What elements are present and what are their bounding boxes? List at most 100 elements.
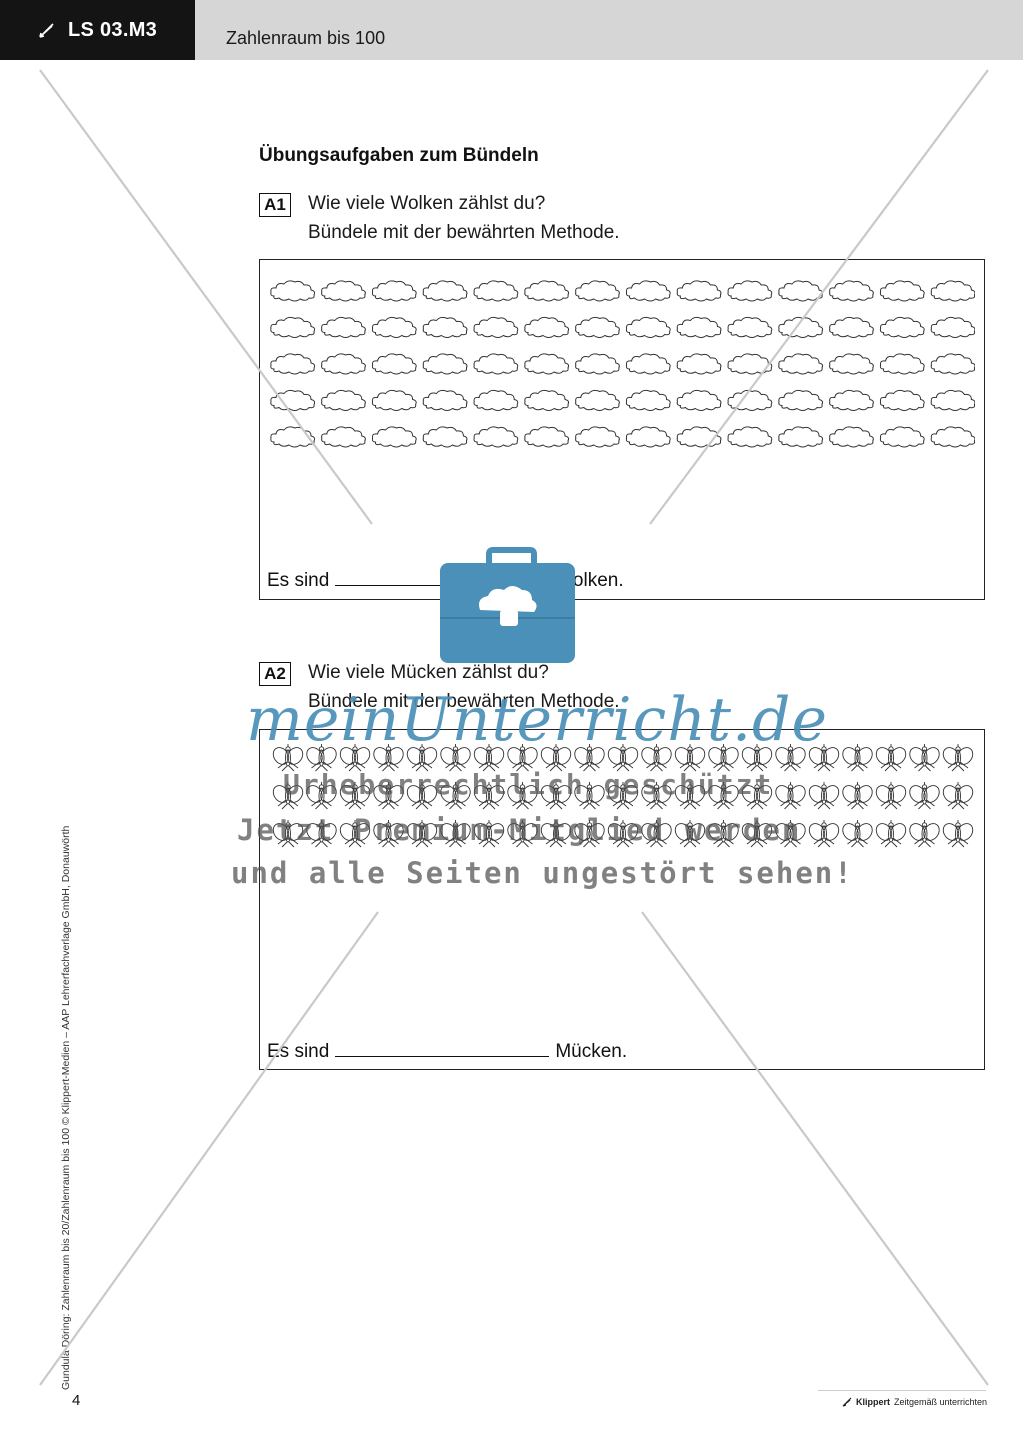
mosquito-icon — [674, 782, 706, 810]
cloud-icon — [371, 353, 417, 375]
answer-suffix: Mücken. — [555, 1041, 628, 1062]
cloud-icon — [778, 389, 824, 411]
cloud-icon — [524, 316, 570, 338]
cloud-icon — [879, 353, 925, 375]
cloud-icon — [575, 426, 620, 448]
cloud-icon — [829, 280, 874, 302]
cloud-icon — [321, 316, 366, 338]
cloud-icon — [270, 316, 316, 338]
mosquito-icon — [272, 820, 304, 848]
answer-prefix: Es sind — [267, 570, 330, 591]
mosquito-icon — [775, 782, 806, 810]
mosquito-icon — [339, 744, 371, 772]
cloud-icon — [371, 426, 417, 448]
cloud-icon — [473, 353, 519, 375]
cloud-icon — [930, 280, 975, 302]
cloud-icon — [778, 280, 824, 302]
mosquito-icon — [574, 782, 605, 810]
cloud-icon — [625, 353, 671, 375]
cloud-icon — [422, 389, 468, 411]
cloud-icon — [930, 353, 975, 375]
cloud-icon — [270, 353, 316, 375]
cloud-icon — [778, 426, 824, 448]
mosquito-icon — [540, 744, 572, 772]
mosquito-icon — [875, 744, 907, 772]
mosquito-icon — [339, 820, 371, 848]
cloud-icon — [727, 353, 773, 375]
cloud-icon — [829, 389, 874, 411]
cloud-icon — [524, 426, 570, 448]
cloud-icon — [778, 353, 824, 375]
mosquito-icon — [741, 782, 773, 810]
cloud-icon — [270, 426, 316, 448]
pen-icon — [39, 23, 54, 38]
cloud-icon — [676, 389, 722, 411]
lesson-code: LS 03.M3 — [68, 18, 158, 41]
cloud-grid — [270, 280, 975, 448]
mosquito-icon — [272, 744, 304, 772]
cloud-icon — [321, 426, 366, 448]
mosquito-icon — [406, 820, 438, 848]
task-a2-answer: Es sind Mücken. — [267, 1038, 627, 1063]
mosquito-icon — [306, 782, 337, 810]
cloud-icon — [625, 426, 671, 448]
mosquito-icon — [607, 744, 639, 772]
cloud-icon — [473, 280, 519, 302]
mosquito-icon — [540, 820, 572, 848]
task-a1-answer: Es sind Wolken. — [267, 567, 624, 592]
task-a2-question: Wie viele Mücken zählst du? — [308, 662, 549, 683]
task-a1-box: Es sind Wolken. — [259, 259, 985, 600]
watermark-line-3: und alle Seiten ungestört sehen! — [231, 856, 854, 890]
mosquito-icon — [942, 744, 974, 772]
cloud-icon — [473, 316, 519, 338]
cloud-icon — [575, 353, 620, 375]
mosquito-icon — [306, 744, 337, 772]
mosquito-icon — [373, 820, 404, 848]
answer-blank[interactable] — [335, 1038, 550, 1057]
mosquito-icon — [373, 744, 404, 772]
watermark-line-2: Jetzt Premium-Mitglied werden — [237, 813, 802, 847]
task-a1-instruction: Bündele mit der bewährten Methode. — [308, 222, 620, 243]
mosquito-icon — [507, 820, 538, 848]
page-number: 4 — [72, 1392, 81, 1409]
mosquito-icon — [741, 820, 773, 848]
mosquito-icon — [808, 820, 840, 848]
cloud-icon — [829, 316, 874, 338]
mosquito-icon — [842, 820, 873, 848]
mosquito-icon — [708, 782, 739, 810]
page-heading: Übungsaufgaben zum Bündeln — [259, 145, 539, 166]
mosquito-icon — [607, 820, 639, 848]
cloud-icon — [727, 426, 773, 448]
mosquito-icon — [842, 744, 873, 772]
cloud-icon — [625, 316, 671, 338]
mosquito-icon — [406, 744, 438, 772]
task-a2-instruction: Bündele mit der bewährten Methode. — [308, 691, 620, 712]
mosquito-icon — [373, 782, 404, 810]
footer-divider — [818, 1390, 986, 1391]
task-label-a2: A2 — [259, 662, 291, 686]
mosquito-icon — [909, 744, 940, 772]
header-title: Zahlenraum bis 100 — [226, 28, 386, 48]
mosquito-icon — [406, 782, 438, 810]
mosquito-icon — [808, 782, 840, 810]
cloud-icon — [676, 426, 722, 448]
mosquito-icon — [741, 744, 773, 772]
mosquito-icon — [641, 782, 672, 810]
cloud-icon — [422, 426, 468, 448]
cloud-icon — [625, 389, 671, 411]
mosquito-icon — [641, 744, 672, 772]
cloud-icon — [727, 389, 773, 411]
cloud-icon — [879, 316, 925, 338]
side-credit: Gundula Döring: Zahlenraum bis 20/Zahlen… — [60, 825, 72, 1390]
cloud-icon — [270, 280, 316, 302]
mosquito-icon — [942, 782, 974, 810]
cloud-icon — [778, 316, 824, 338]
answer-blank[interactable] — [335, 567, 550, 586]
mosquito-icon — [842, 782, 873, 810]
mosquito-icon — [909, 820, 940, 848]
mosquito-icon — [808, 744, 840, 772]
cloud-icon — [321, 280, 366, 302]
mosquito-icon — [473, 744, 505, 772]
lesson-code-box: LS 03.M3 — [0, 0, 195, 60]
cloud-icon — [879, 280, 925, 302]
